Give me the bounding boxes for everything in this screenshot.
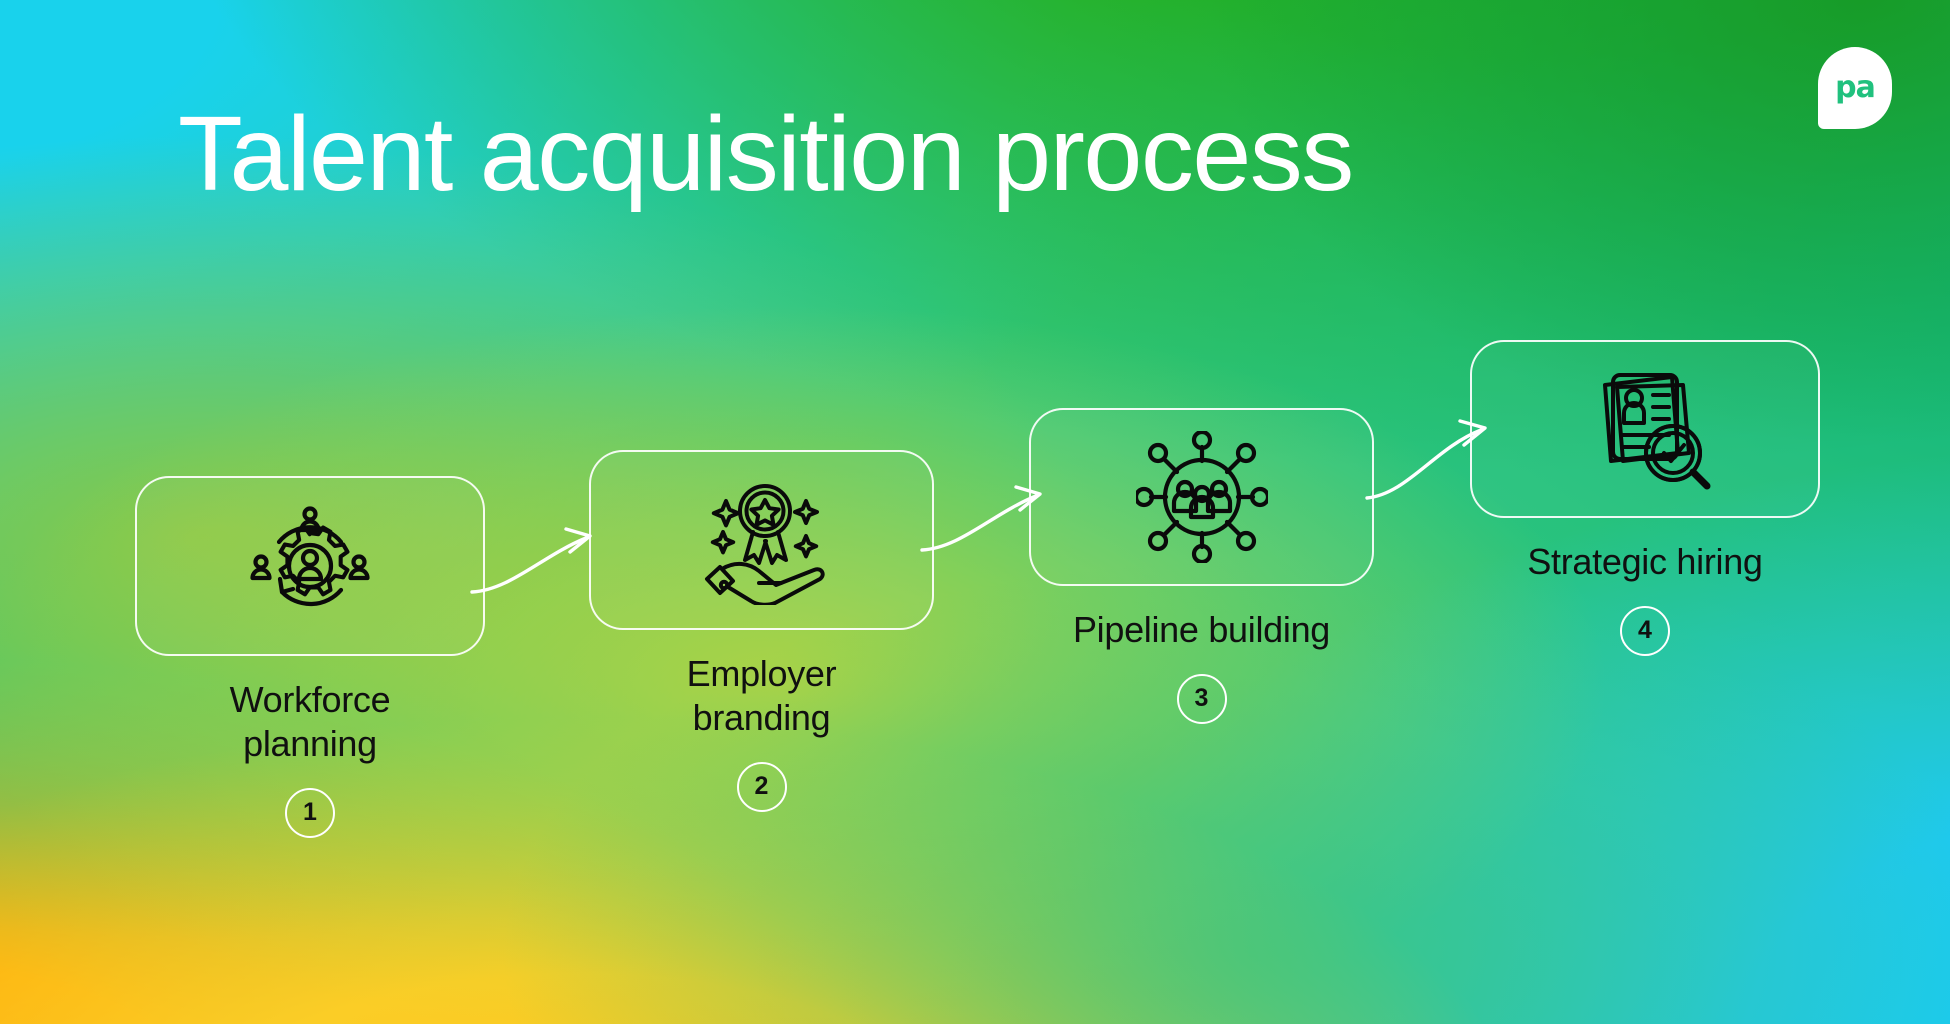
strategic-hiring-icon (1577, 365, 1713, 493)
process-step-1[interactable]: Workforce planning 1 (135, 476, 485, 838)
step-1-card[interactable] (135, 476, 485, 656)
step-4-label: Strategic hiring (1527, 541, 1763, 582)
step-1-label: Workforce planning (229, 679, 391, 764)
step-1-number-badge: 1 (285, 787, 335, 838)
step-2-card[interactable] (589, 450, 934, 630)
step-3-number-badge: 3 (1176, 673, 1227, 724)
step-4-card[interactable] (1470, 340, 1820, 518)
page-title: Talent acquisition process (178, 95, 1354, 213)
step-3-label: Pipeline building (1072, 609, 1331, 650)
brand-logo-text: pa (1835, 69, 1876, 105)
brand-logo: pa (1818, 47, 1892, 129)
process-step-2[interactable]: Employer branding 2 (589, 450, 934, 812)
process-step-3[interactable]: Pipeline building 3 (1029, 408, 1374, 724)
step-3-card[interactable] (1029, 408, 1374, 586)
employer-branding-icon (693, 475, 831, 605)
step-2-number-badge: 2 (736, 761, 787, 812)
process-step-4[interactable]: Strategic hiring 4 (1470, 340, 1820, 656)
pipeline-building-icon (1135, 431, 1268, 563)
step-2-label: Employer branding (686, 653, 837, 738)
workforce-planning-icon (246, 502, 374, 630)
step-4-number-badge: 4 (1620, 605, 1670, 656)
